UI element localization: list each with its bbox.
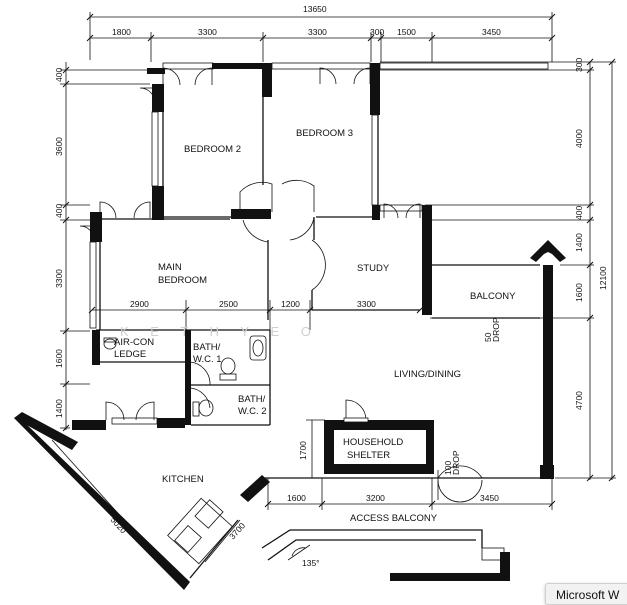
mid-seg-3: 1200: [281, 299, 300, 309]
shelter-height: 1700: [298, 441, 308, 460]
label-bath1-1: BATH/: [193, 342, 221, 353]
right-total: 12100: [598, 266, 608, 290]
mid-seg-1: 2900: [130, 299, 149, 309]
label-living: LIVING/DINING: [394, 369, 461, 380]
dimension-labels: 13650 1800 3300 3300 300 1500 3450 400 3…: [54, 4, 608, 568]
overall-width-label: 13650: [303, 4, 327, 14]
label-main-2: BEDROOM: [158, 275, 207, 286]
label-kitchen: KITCHEN: [162, 474, 204, 485]
label-drop-100-1: 100: [443, 461, 453, 475]
bottom-seg-2: 3200: [366, 493, 385, 503]
top-seg-3: 3300: [308, 27, 327, 37]
bottom-seg-3: 3450: [480, 493, 499, 503]
left-seg-1: 400: [54, 68, 64, 82]
label-study: STUDY: [357, 263, 390, 274]
top-seg-1: 1800: [112, 27, 131, 37]
right-seg-2: 4000: [574, 129, 584, 148]
door-swings: [79, 67, 483, 561]
left-seg-2: 3600: [54, 137, 64, 156]
right-seg-3: 400: [574, 206, 584, 220]
label-shelter-1: HOUSEHOLD: [343, 437, 403, 448]
left-seg-3: 400: [54, 204, 64, 218]
room-labels: BEDROOM 2 BEDROOM 3 MAIN BEDROOM STUDY B…: [114, 128, 516, 524]
bottom-seg-1: 1600: [287, 493, 306, 503]
label-access-balcony: ACCESS BALCONY: [350, 513, 438, 524]
right-seg-4: 1400: [574, 233, 584, 252]
label-aircon-1: AIR-CON: [114, 337, 154, 348]
angle-label: 135°: [302, 558, 320, 568]
top-seg-6: 3450: [482, 27, 501, 37]
right-seg-6: 4700: [574, 391, 584, 410]
taskbar-tooltip[interactable]: Microsoft W: [545, 583, 627, 605]
left-seg-6: 1400: [54, 399, 64, 418]
label-drop-100-2: DROP: [451, 450, 461, 475]
mid-seg-4: 3300: [357, 299, 376, 309]
dimension-lines: [51, 12, 616, 563]
left-seg-5: 1600: [54, 349, 64, 368]
label-bedroom-3: BEDROOM 3: [296, 128, 353, 139]
label-aircon-2: LEDGE: [114, 349, 146, 360]
kitchen-diag-dim: 5020: [109, 515, 129, 536]
label-bath1-2: W.C. 1: [193, 354, 222, 365]
label-bedroom-2: BEDROOM 2: [184, 144, 241, 155]
watermark-text: K E T H Y E O: [120, 324, 320, 339]
mid-seg-2: 2500: [219, 299, 238, 309]
right-seg-5: 1600: [574, 283, 584, 302]
label-drop-50-1: 50: [483, 332, 493, 342]
windows: [89, 62, 549, 565]
bath-fixtures: [103, 335, 267, 417]
label-main-1: MAIN: [158, 262, 182, 273]
label-bath2-2: W.C. 2: [238, 406, 267, 417]
label-shelter-2: SHELTER: [347, 450, 390, 461]
top-seg-2: 3300: [198, 27, 217, 37]
right-seg-1: 300: [574, 58, 584, 72]
label-drop-50-2: DROP: [491, 317, 501, 342]
label-bath2-1: BATH/: [238, 394, 266, 405]
walls: [14, 63, 566, 590]
left-seg-4: 3300: [54, 269, 64, 288]
label-balcony: BALCONY: [470, 291, 516, 302]
kitchen-lower-dim: 3700: [227, 520, 247, 541]
top-seg-5: 1500: [397, 27, 416, 37]
top-seg-4: 300: [370, 27, 384, 37]
